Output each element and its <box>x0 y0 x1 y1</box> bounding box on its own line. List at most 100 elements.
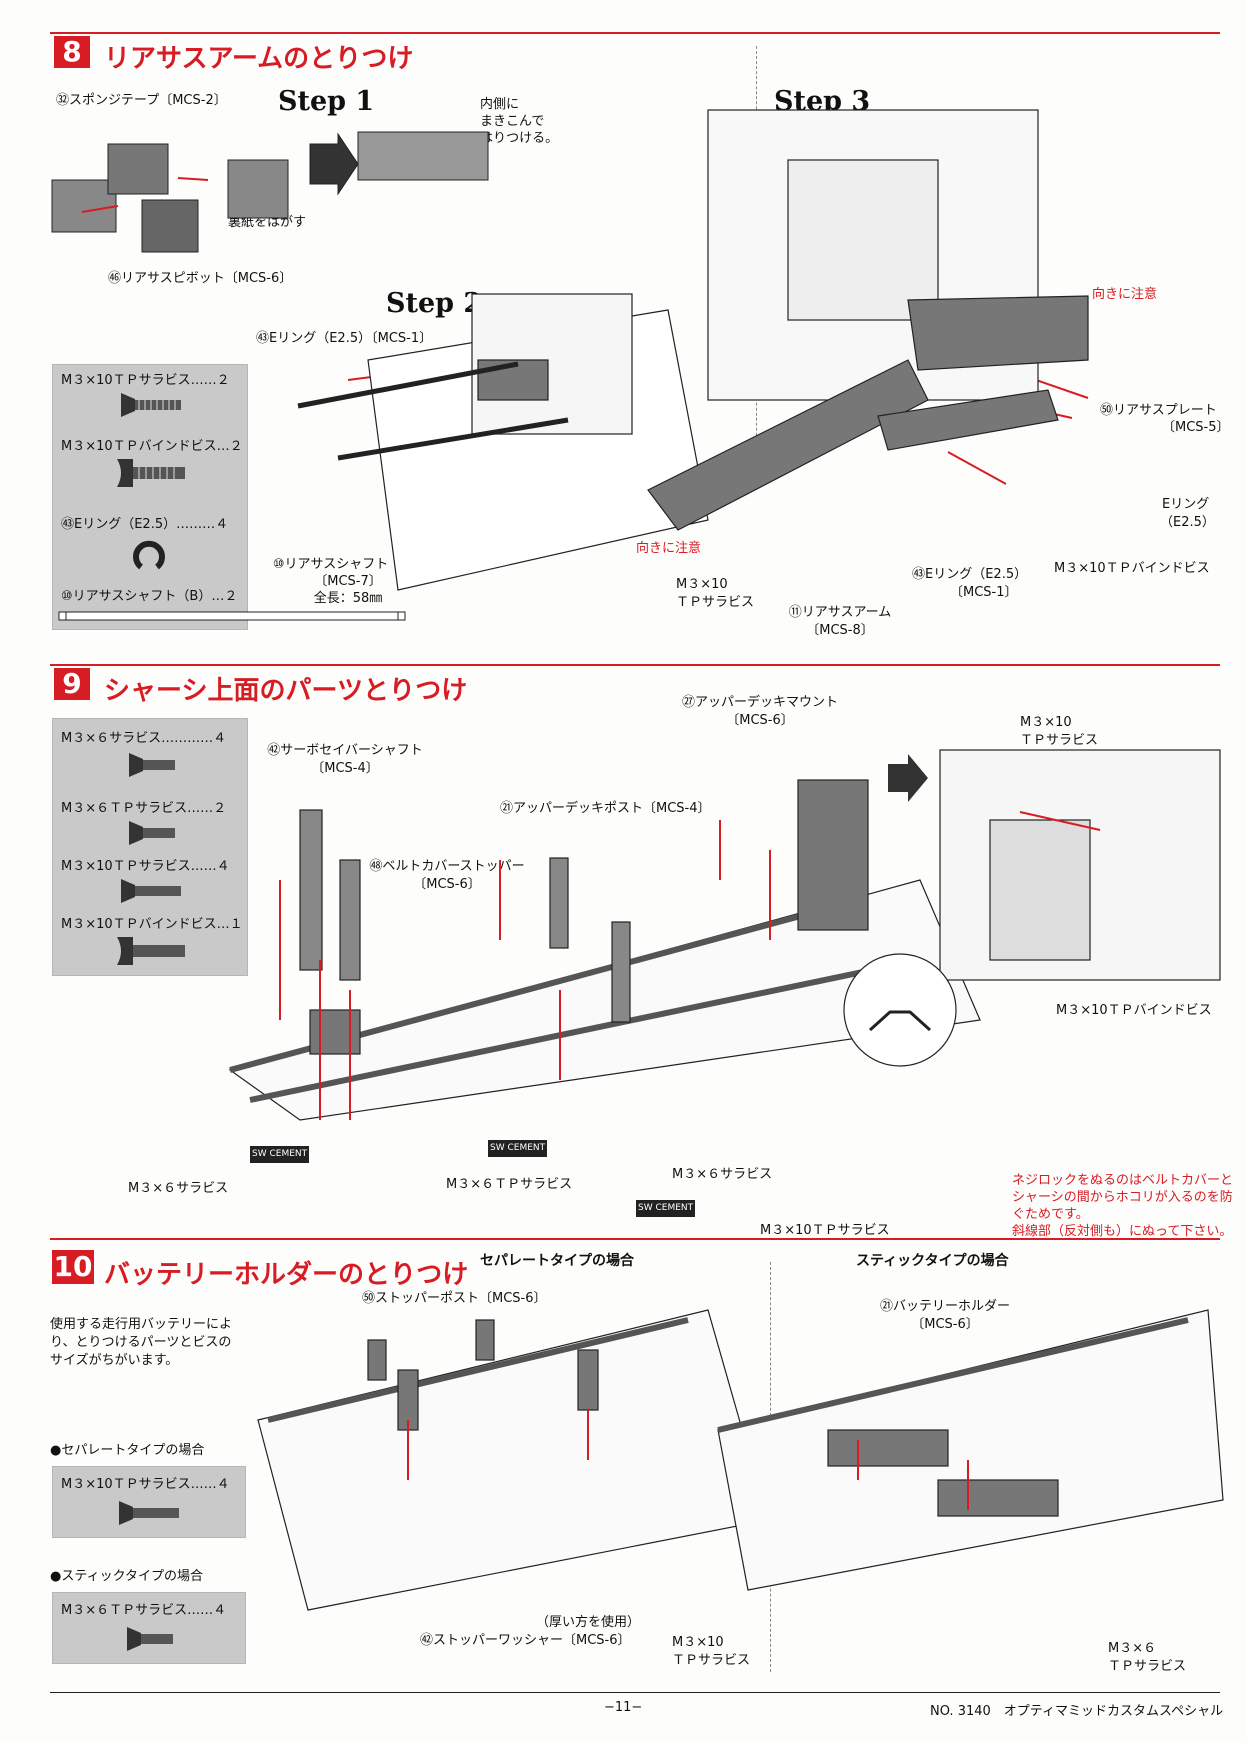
section8-parts-box: M３×10ＴＰサラビス……２ M３×10ＴＰバインドビス…２ ㊸Eリング（E2.… <box>52 364 248 630</box>
section9-rule <box>50 664 1220 666</box>
plate-label-2: 〔MCS-5〕 <box>1162 420 1230 435</box>
deck-post-label: ㉑アッパーデッキポスト〔MCS-4〕 <box>500 801 711 816</box>
separate-title: セパレートタイプの場合 <box>480 1253 634 1269</box>
ering-right-1: Eリング <box>1162 497 1210 512</box>
stick-heading: ●スティックタイプの場合 <box>50 1569 204 1584</box>
servo-shaft-label-1: ㊷サーボセイバーシャフト <box>267 743 423 758</box>
section8-rule <box>50 32 1220 34</box>
intro-line-3: サイズがちがいます。 <box>50 1353 179 1368</box>
cement-tag: SW CEMENT <box>250 1146 310 1163</box>
part-row: M３×10ＴＰバインドビス…２ <box>61 439 243 454</box>
section10-illustration <box>257 1309 1224 1611</box>
section9-number: 9 <box>54 668 90 700</box>
thick-note: （厚い方を使用） <box>536 1615 641 1630</box>
part-row: M３×10ＴＰバインドビス…１ <box>61 917 243 932</box>
page-number: −11− <box>604 1700 643 1715</box>
part-row: M３×10ＴＰサラビス……２ <box>61 373 230 388</box>
section10-rule <box>50 1238 1220 1240</box>
arm-label-1: ⑪リアサスアーム <box>788 605 892 620</box>
countersunk-screw-icon <box>127 1627 173 1651</box>
holder-label-1: ㉑バッテリーホルダー <box>879 1299 1010 1314</box>
section9-title: シャーシ上面のパーツとりつけ <box>104 676 468 706</box>
pivot-label: ㊻リアサスピボット〔MCS-6〕 <box>108 271 293 286</box>
deck-mount-label-2: 〔MCS-6〕 <box>726 713 794 728</box>
m3x6-mid-label: M３×６サラビス <box>672 1167 773 1182</box>
inner-note-3: はりつける。 <box>480 131 559 146</box>
part-row: M３×10ＴＰサラビス……４ <box>61 859 230 874</box>
separate-screw-1: M３×10 <box>672 1635 724 1650</box>
peel-label: 裏紙をはがす <box>228 215 307 230</box>
countersunk-screw-icon <box>129 821 175 845</box>
section9-parts-box: M３×６サラビス…………４ M３×６ＴＰサラビス……２ M３×10ＴＰサラビス…… <box>52 718 248 976</box>
intro-line-1: 使用する走行用バッテリーによ <box>50 1317 233 1332</box>
m3x10-bottom-label: M３×10ＴＰサラビス <box>760 1223 890 1238</box>
binding-screw-icon <box>117 459 185 487</box>
product-name: NO. 3140 オプティマミッドカスタムスペシャル <box>930 1704 1224 1719</box>
part-row: ㊸Eリング（E2.5）………４ <box>61 517 229 532</box>
sponge-tape-parts <box>51 131 489 253</box>
plate-label-1: ㊿リアサスプレート <box>1100 403 1217 418</box>
part-row: ⑩リアサスシャフト（B）…２ <box>61 589 238 604</box>
arm-label-2: 〔MCS-8〕 <box>806 623 874 638</box>
binding-right-label: M３×10ＴＰバインドビス <box>1056 1003 1212 1018</box>
separate-parts-box: M３×10ＴＰサラビス……４ <box>52 1466 246 1538</box>
screw-step2-1: M３×10 <box>676 577 728 592</box>
stick-screw-2: ＴＰサラビス <box>1108 1659 1187 1674</box>
threadlock-note-4: 斜線部（反対側も）にぬって下さい。 <box>1012 1224 1233 1239</box>
screw-step2-2: ＴＰサラビス <box>676 595 755 610</box>
threadlock-note-2: シャーシの間からホコリが入るのを防 <box>1012 1190 1233 1205</box>
step2-label: Step 2 <box>386 288 483 319</box>
ering-right-2: （E2.5） <box>1160 515 1215 530</box>
servo-shaft-label-2: 〔MCS-4〕 <box>311 761 379 776</box>
stopper-post-label: ㊿ストッパーポスト〔MCS-6〕 <box>362 1291 547 1306</box>
section8-title: リアサスアームのとりつけ <box>104 44 414 74</box>
step3-chassis <box>647 109 1089 531</box>
section8-illustration <box>51 109 1089 591</box>
threadlock-note-3: ぐためです。 <box>1012 1207 1089 1222</box>
cement-tag: SW CEMENT <box>636 1200 696 1217</box>
countersunk-screw-icon <box>129 753 175 777</box>
countersunk-screw-icon <box>119 1501 179 1525</box>
stick-parts-box: M３×６ＴＰサラビス……４ <box>52 1592 246 1664</box>
ering-top-label: ㊸Eリング（E2.5）〔MCS-1〕 <box>256 331 433 346</box>
caution-step2: 向きに注意 <box>636 541 702 556</box>
ering-bottom-1: ㊸Eリング（E2.5） <box>912 567 1028 582</box>
caution-step3: 向きに注意 <box>1092 287 1158 302</box>
m3x6tp-label: M３×６ＴＰサラビス <box>446 1177 573 1192</box>
stick-screw-1: M３×６ <box>1108 1641 1157 1656</box>
part-row: M３×６サラビス…………４ <box>61 731 227 746</box>
section8-number: 8 <box>54 36 90 68</box>
part-row: M３×10ＴＰサラビス……４ <box>61 1477 230 1492</box>
ering-bottom-2: 〔MCS-1〕 <box>950 585 1018 600</box>
belt-stopper-label-1: ㊽ベルトカバーストッパー <box>369 859 525 874</box>
countersunk-screw-icon <box>121 393 181 417</box>
shaft-icon <box>58 611 406 621</box>
m3x10-right-2: ＴＰサラビス <box>1020 733 1099 748</box>
shaft-label-3: 全長：58㎜ <box>313 591 383 606</box>
section10-title: バッテリーホルダーのとりつけ <box>104 1260 469 1290</box>
section10-number: 10 <box>52 1250 94 1284</box>
intro-line-2: り、とりつけるパーツとビスの <box>50 1335 232 1350</box>
part-row: M３×６ＴＰサラビス……２ <box>61 801 227 816</box>
inner-note-2: まきこんで <box>480 114 545 129</box>
threadlock-note-1: ネジロックをぬるのはベルトカバーと <box>1012 1173 1234 1188</box>
m3x6-left-label: M３×６サラビス <box>128 1181 229 1196</box>
countersunk-screw-icon <box>121 879 181 903</box>
holder-label-2: 〔MCS-6〕 <box>911 1317 979 1332</box>
step2-chassis <box>297 293 709 591</box>
binding-screw-icon <box>117 937 185 965</box>
stick-title: スティックタイプの場合 <box>856 1253 1009 1269</box>
shaft-label-1: ⑩リアサスシャフト（B） <box>272 557 424 572</box>
e-ring-icon <box>133 540 165 570</box>
washer-label: ㊷ストッパーワッシャー〔MCS-6〕 <box>420 1633 631 1648</box>
belt-stopper-label-2: 〔MCS-6〕 <box>413 877 481 892</box>
section9-illustration <box>228 749 1221 1121</box>
part-row: M３×６ＴＰサラビス……４ <box>61 1603 227 1618</box>
separate-heading: ●セパレートタイプの場合 <box>50 1443 205 1458</box>
m3x10-right-1: M３×10 <box>1020 715 1072 730</box>
shaft-label-2: 〔MCS-7〕 <box>314 574 382 589</box>
binding-label: M３×10ＴＰバインドビス <box>1054 561 1210 576</box>
footer-rule <box>50 1692 1220 1693</box>
inner-note-1: 内側に <box>480 97 520 112</box>
separate-screw-2: ＴＰサラビス <box>672 1653 751 1668</box>
